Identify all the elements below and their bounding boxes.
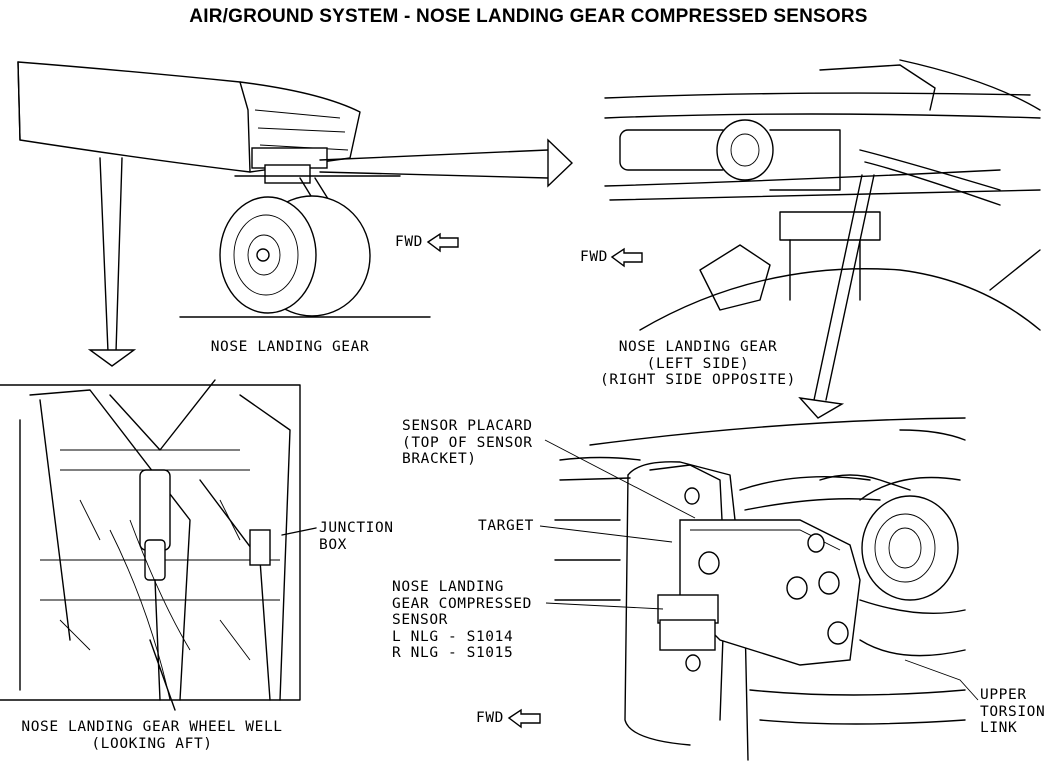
nlg-caption: NOSE LANDING GEAR (210, 339, 370, 355)
junction-box-callout: JUNCTION BOX (319, 520, 394, 553)
wheel-well-view (0, 379, 317, 711)
callout-line: NOSE LANDING (392, 579, 504, 595)
callout-line: JUNCTION (319, 520, 394, 536)
left-side-caption: NOSE LANDING GEAR (LEFT SIDE) (RIGHT SID… (572, 339, 824, 389)
callout-line: UPPER (980, 687, 1027, 703)
torsion-link-callout: UPPER TORSION LINK (980, 687, 1045, 737)
fwd-label: FWD (395, 234, 423, 250)
arrow-to-sensor-detail (798, 174, 875, 419)
sensor-placard-callout: SENSOR PLACARD (TOP OF SENSOR BRACKET) (402, 418, 533, 468)
callout-line: TORSION (980, 703, 1046, 720)
callout-line: SENSOR (392, 612, 448, 628)
target-callout: TARGET (478, 518, 534, 534)
caption-line: (LEFT SIDE) (646, 355, 750, 372)
fwd-arrow-icon (426, 232, 459, 253)
fwd-label: FWD (580, 249, 608, 265)
nose-landing-gear-view (17, 61, 431, 318)
callout-line: GEAR COMPRESSED (392, 595, 532, 612)
left-side-view (604, 59, 1041, 331)
sensor-callout: NOSE LANDING GEAR COMPRESSED SENSOR L NL… (392, 579, 532, 662)
caption-line: (RIGHT SIDE OPPOSITE) (600, 372, 796, 388)
caption-line: NOSE LANDING GEAR (618, 339, 778, 355)
wheel-well-caption: NOSE LANDING GEAR WHEEL WELL (LOOKING AF… (2, 719, 302, 752)
callout-line: BOX (319, 536, 347, 553)
callout-leaders (539, 439, 979, 701)
callout-line: LINK (980, 720, 1018, 736)
caption-line: (LOOKING AFT) (91, 735, 213, 752)
sensor-detail-view (554, 417, 966, 761)
callout-line: SENSOR PLACARD (402, 418, 533, 434)
callout-line: L NLG - S1014 (392, 628, 514, 645)
callout-line: R NLG - S1015 (392, 645, 514, 661)
callout-line: (TOP OF SENSOR (402, 434, 533, 451)
fwd-label: FWD (476, 710, 504, 726)
fwd-arrow-icon (507, 708, 541, 729)
fwd-arrow-icon (610, 247, 643, 268)
callout-line: BRACKET) (402, 451, 477, 467)
diagram-title: AIR/GROUND SYSTEM - NOSE LANDING GEAR CO… (189, 6, 868, 27)
arrow-to-left-side (319, 138, 574, 188)
arrow-to-wheel-well (87, 157, 137, 367)
caption-line: NOSE LANDING GEAR WHEEL WELL (21, 719, 283, 735)
